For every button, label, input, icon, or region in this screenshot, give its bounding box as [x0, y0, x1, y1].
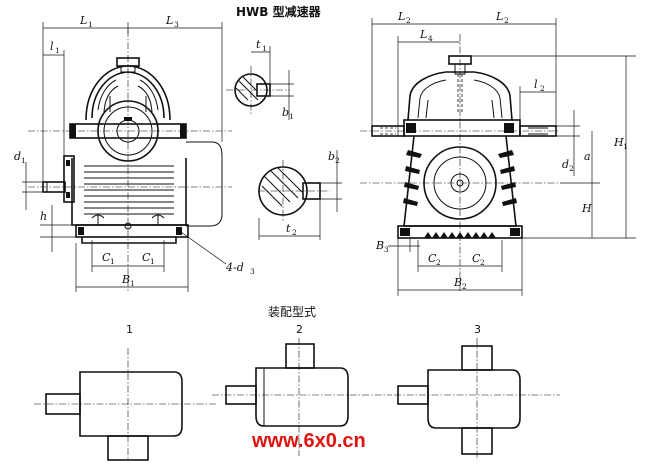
- dim-B2: B: [453, 276, 462, 289]
- svg-text:1: 1: [110, 257, 115, 266]
- dim-H: H: [581, 202, 592, 215]
- dim-L4: L: [419, 28, 427, 41]
- svg-text:1: 1: [289, 112, 294, 121]
- shaft-section-large: b 2 t 2: [258, 150, 342, 240]
- drawing-title: HWB 型减速器: [236, 4, 322, 19]
- dim-C2-right: C: [472, 252, 481, 265]
- dim-l2: l: [534, 78, 538, 91]
- side-view: [360, 34, 560, 292]
- svg-text:2: 2: [335, 156, 340, 165]
- dim-t2: t: [286, 222, 291, 235]
- svg-text:4: 4: [428, 34, 433, 43]
- dim-holes: 4-d: [225, 261, 244, 274]
- svg-text:2: 2: [504, 16, 509, 25]
- dim-d2: d: [562, 158, 569, 171]
- side-view-dimensions: L 2 L 2 L 4 l 2 d 2 a H H 1: [371, 10, 636, 296]
- dim-C1-left: C: [102, 251, 111, 264]
- dim-a: a: [584, 150, 591, 163]
- dim-b1: b: [282, 106, 289, 119]
- svg-text:1: 1: [150, 257, 155, 266]
- svg-text:1: 1: [130, 279, 135, 288]
- svg-text:2: 2: [480, 258, 485, 267]
- variant-1-label: 1: [126, 323, 133, 336]
- front-view: [28, 30, 232, 292]
- svg-text:2: 2: [406, 16, 411, 25]
- svg-text:3: 3: [250, 267, 255, 276]
- front-view-dimensions: L 1 L 3 l 1 d 1 h C 1 C 1 B 1: [14, 14, 255, 292]
- svg-text:3: 3: [174, 20, 179, 29]
- dim-t1: t: [256, 38, 261, 51]
- assembly-variant-3: 3: [394, 323, 560, 460]
- assembly-variant-1: 1: [34, 323, 218, 461]
- assembly-variant-2: 2: [212, 323, 392, 456]
- dim-C1-right: C: [142, 251, 151, 264]
- variant-2-label: 2: [296, 323, 303, 336]
- dim-l1: l: [50, 40, 54, 53]
- dim-L1: L: [79, 14, 87, 27]
- svg-text:1: 1: [88, 20, 93, 29]
- svg-text:2: 2: [462, 282, 467, 291]
- svg-text:2: 2: [292, 228, 297, 237]
- dim-C2-left: C: [428, 252, 437, 265]
- svg-text:2: 2: [436, 258, 441, 267]
- dim-L3: L: [165, 14, 173, 27]
- svg-text:1: 1: [55, 46, 60, 55]
- dim-d1: d: [14, 150, 21, 163]
- svg-text:1: 1: [262, 44, 267, 53]
- dim-H1: H: [613, 136, 624, 149]
- watermark: www.6x0.cn: [251, 430, 366, 452]
- shaft-section-small: t 1 b 1: [226, 38, 294, 121]
- svg-text:2: 2: [569, 164, 574, 173]
- svg-text:1: 1: [623, 142, 628, 151]
- svg-text:3: 3: [384, 245, 389, 254]
- dim-b2: b: [328, 150, 335, 163]
- dim-L2-right: L: [495, 10, 503, 23]
- svg-text:2: 2: [540, 84, 545, 93]
- svg-text:1: 1: [21, 156, 26, 165]
- dim-L2-left: L: [397, 10, 405, 23]
- dim-h: h: [40, 210, 47, 223]
- assembly-subtitle: 装配型式: [268, 305, 316, 319]
- dim-B3: B: [375, 239, 384, 252]
- dim-B1: B: [121, 273, 130, 286]
- variant-3-label: 3: [474, 323, 481, 336]
